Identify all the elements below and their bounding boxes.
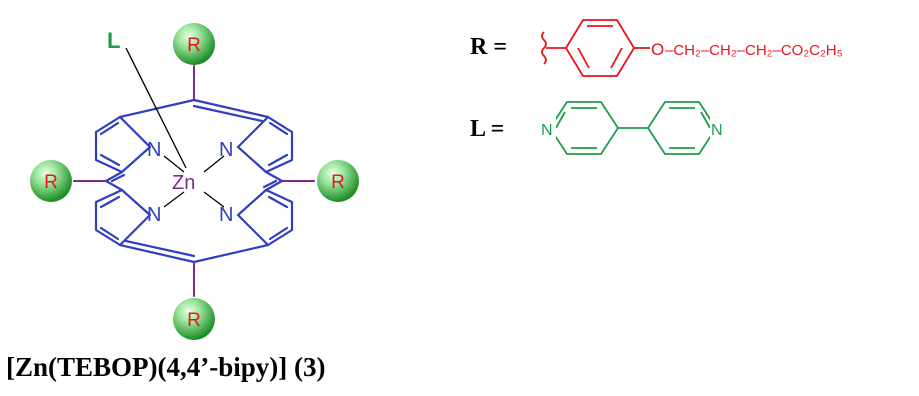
n-atom-bottom-right: N (219, 204, 233, 226)
r-ball-left: R (30, 160, 72, 202)
r-benzene-double-bonds (577, 25, 623, 69)
pyrrole-bottom-left-double (99, 195, 121, 241)
meso-bridge-top (118, 98, 270, 119)
axial-ligand-bond (125, 47, 187, 169)
pyrrole-bottom-left (94, 188, 152, 247)
pyrrole-top-left-double (99, 121, 121, 167)
pyrrole-top-right-double (267, 121, 289, 167)
meso-bridge-left-double (110, 173, 126, 183)
l-definition-label: L = (470, 116, 504, 142)
pyrrole-top-left (94, 115, 152, 174)
pyrrole-top-right (236, 115, 294, 174)
compound-caption: [Zn(TEBOP)(4,4’-bipy)] (3) (6, 352, 326, 382)
meso-bridge-bottom-double (124, 239, 196, 258)
meso-bridge-bottom (118, 243, 270, 264)
r-benzene-ring (565, 19, 635, 77)
r-attachment-wave (541, 31, 547, 65)
r-alkyl-chain: –CH₂–CH₂–CH₂–CO₂C₂H₅ (665, 42, 843, 59)
r-ball-right: R (317, 160, 359, 202)
axial-ligand-label: L (107, 28, 120, 53)
n-atom-bottom-left: N (147, 204, 161, 226)
l-nitrogen-right: N (711, 122, 723, 139)
r-ball-top-label: R (187, 35, 201, 56)
r-ball-bottom-label: R (187, 310, 201, 331)
zn-n-bonds (163, 155, 225, 208)
r-group-structure (541, 19, 650, 77)
l-group-structure (549, 101, 717, 155)
r-definition-label: R = (470, 34, 507, 60)
porphyrin-nitrogens: N N N N (147, 139, 233, 226)
pyrrole-bottom-right-double (267, 195, 289, 241)
l-nitrogen-left: N (541, 122, 553, 139)
substituent-bonds (73, 65, 315, 297)
n-atom-top-right: N (219, 139, 233, 161)
zn-metal-label: Zn (172, 172, 195, 194)
r-ball-left-label: R (44, 172, 58, 193)
l-pyridine-right (647, 101, 717, 155)
r-ball-bottom: R (173, 298, 215, 340)
l-pyridine-left (549, 101, 619, 155)
meso-bridge-right-double (262, 179, 278, 189)
pyrrole-bottom-right (236, 188, 294, 247)
r-oxygen-atom: O (651, 40, 664, 59)
r-ball-top: R (173, 23, 215, 65)
l-pyridine-right-double (669, 107, 711, 149)
meso-bridge-top-double (192, 104, 264, 123)
r-ball-right-label: R (331, 172, 345, 193)
l-pyridine-left-double (555, 107, 597, 149)
n-atom-top-left: N (147, 139, 161, 161)
